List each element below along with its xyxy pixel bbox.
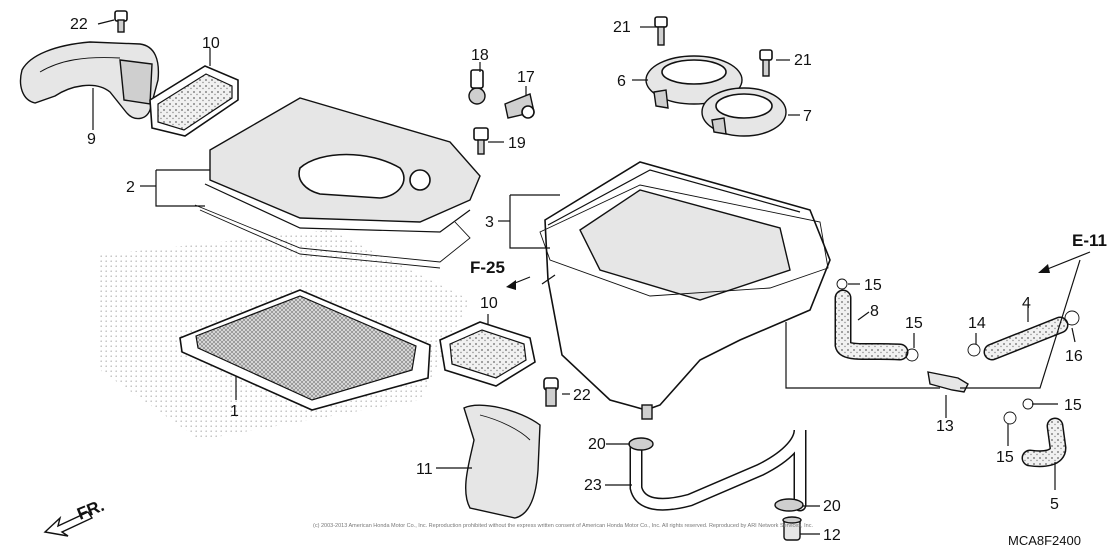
ref-f25-label: F-25 bbox=[470, 258, 505, 277]
bolt-21-right[interactable] bbox=[759, 49, 773, 77]
intake-duct-11[interactable] bbox=[463, 404, 541, 519]
callout-16: 16 bbox=[1065, 348, 1083, 365]
drain-tube-23[interactable] bbox=[629, 429, 807, 512]
hose-5[interactable] bbox=[1021, 417, 1067, 468]
clamps-14-15-16[interactable] bbox=[836, 278, 1080, 425]
callout-3: 3 bbox=[485, 214, 494, 231]
cover-gasket bbox=[194, 204, 471, 263]
callout-8: 8 bbox=[870, 303, 879, 320]
callout-1: 1 bbox=[230, 403, 239, 420]
callout-22-middle: 22 bbox=[573, 387, 591, 404]
callout-10-top: 10 bbox=[202, 35, 220, 52]
air-cleaner-case-3[interactable] bbox=[539, 161, 831, 420]
callout-18: 18 bbox=[471, 47, 489, 64]
bolt-21-left[interactable] bbox=[654, 16, 668, 46]
leader-lines bbox=[92, 19, 1081, 535]
clip-20-lower[interactable] bbox=[774, 498, 804, 512]
front-arrow-label: FR. bbox=[74, 496, 107, 524]
callout-labels: 22 10 9 2 18 17 19 21 21 6 7 3 10 1 22 1… bbox=[70, 16, 1083, 544]
callout-10-middle: 10 bbox=[480, 295, 498, 312]
diagram-code: MCA8F2400 bbox=[1008, 533, 1081, 548]
callout-5: 5 bbox=[1050, 496, 1059, 513]
screw-17[interactable] bbox=[504, 93, 535, 119]
air-filter-element-1[interactable] bbox=[179, 289, 431, 411]
ref-e11-label: E-11 bbox=[1072, 231, 1107, 250]
ref-arrow-e11[interactable]: E-11 bbox=[1038, 231, 1107, 273]
bolt-22-middle[interactable] bbox=[543, 377, 559, 407]
callout-15-c: 15 bbox=[1064, 397, 1082, 414]
callout-20-lower: 20 bbox=[823, 498, 841, 515]
clip-20-upper[interactable] bbox=[628, 437, 654, 451]
callout-6: 6 bbox=[617, 73, 626, 90]
callout-19: 19 bbox=[508, 135, 526, 152]
hose-4[interactable] bbox=[983, 316, 1069, 361]
bolt-19[interactable] bbox=[473, 127, 489, 155]
copyright-notice: (c) 2003-2013 American Honda Motor Co., … bbox=[313, 523, 813, 529]
grommet-7[interactable] bbox=[701, 87, 787, 137]
callout-21-right: 21 bbox=[794, 52, 812, 69]
air-cleaner-cover-2[interactable] bbox=[194, 97, 481, 269]
duct-10-middle[interactable] bbox=[439, 321, 536, 387]
callout-23: 23 bbox=[584, 477, 602, 494]
callout-13: 13 bbox=[936, 418, 954, 435]
air-duct-9[interactable] bbox=[19, 41, 160, 120]
drain-plug-12[interactable] bbox=[782, 516, 802, 541]
hose-8[interactable] bbox=[834, 289, 909, 361]
callout-15-d: 15 bbox=[996, 449, 1014, 466]
callout-14: 14 bbox=[968, 315, 986, 332]
callout-20-upper: 20 bbox=[588, 436, 606, 453]
front-arrow: FR. bbox=[43, 496, 107, 537]
callout-21-left: 21 bbox=[613, 19, 631, 36]
callout-4: 4 bbox=[1022, 295, 1031, 312]
callout-17: 17 bbox=[517, 69, 535, 86]
ref-arrow-f25[interactable]: F-25 bbox=[470, 258, 531, 290]
joint-13[interactable] bbox=[927, 371, 969, 393]
callout-7: 7 bbox=[803, 108, 812, 125]
callout-9: 9 bbox=[87, 131, 96, 148]
screw-18[interactable] bbox=[468, 69, 486, 105]
callout-11: 11 bbox=[416, 461, 433, 478]
callout-2: 2 bbox=[126, 179, 135, 196]
callout-12: 12 bbox=[823, 527, 841, 544]
bolt-22-top[interactable] bbox=[114, 10, 128, 33]
callout-15-b: 15 bbox=[905, 315, 923, 332]
callout-22-top: 22 bbox=[70, 16, 88, 33]
case-gasket bbox=[539, 184, 829, 297]
callout-15-a: 15 bbox=[864, 277, 882, 294]
duct-10-top[interactable] bbox=[149, 65, 239, 137]
